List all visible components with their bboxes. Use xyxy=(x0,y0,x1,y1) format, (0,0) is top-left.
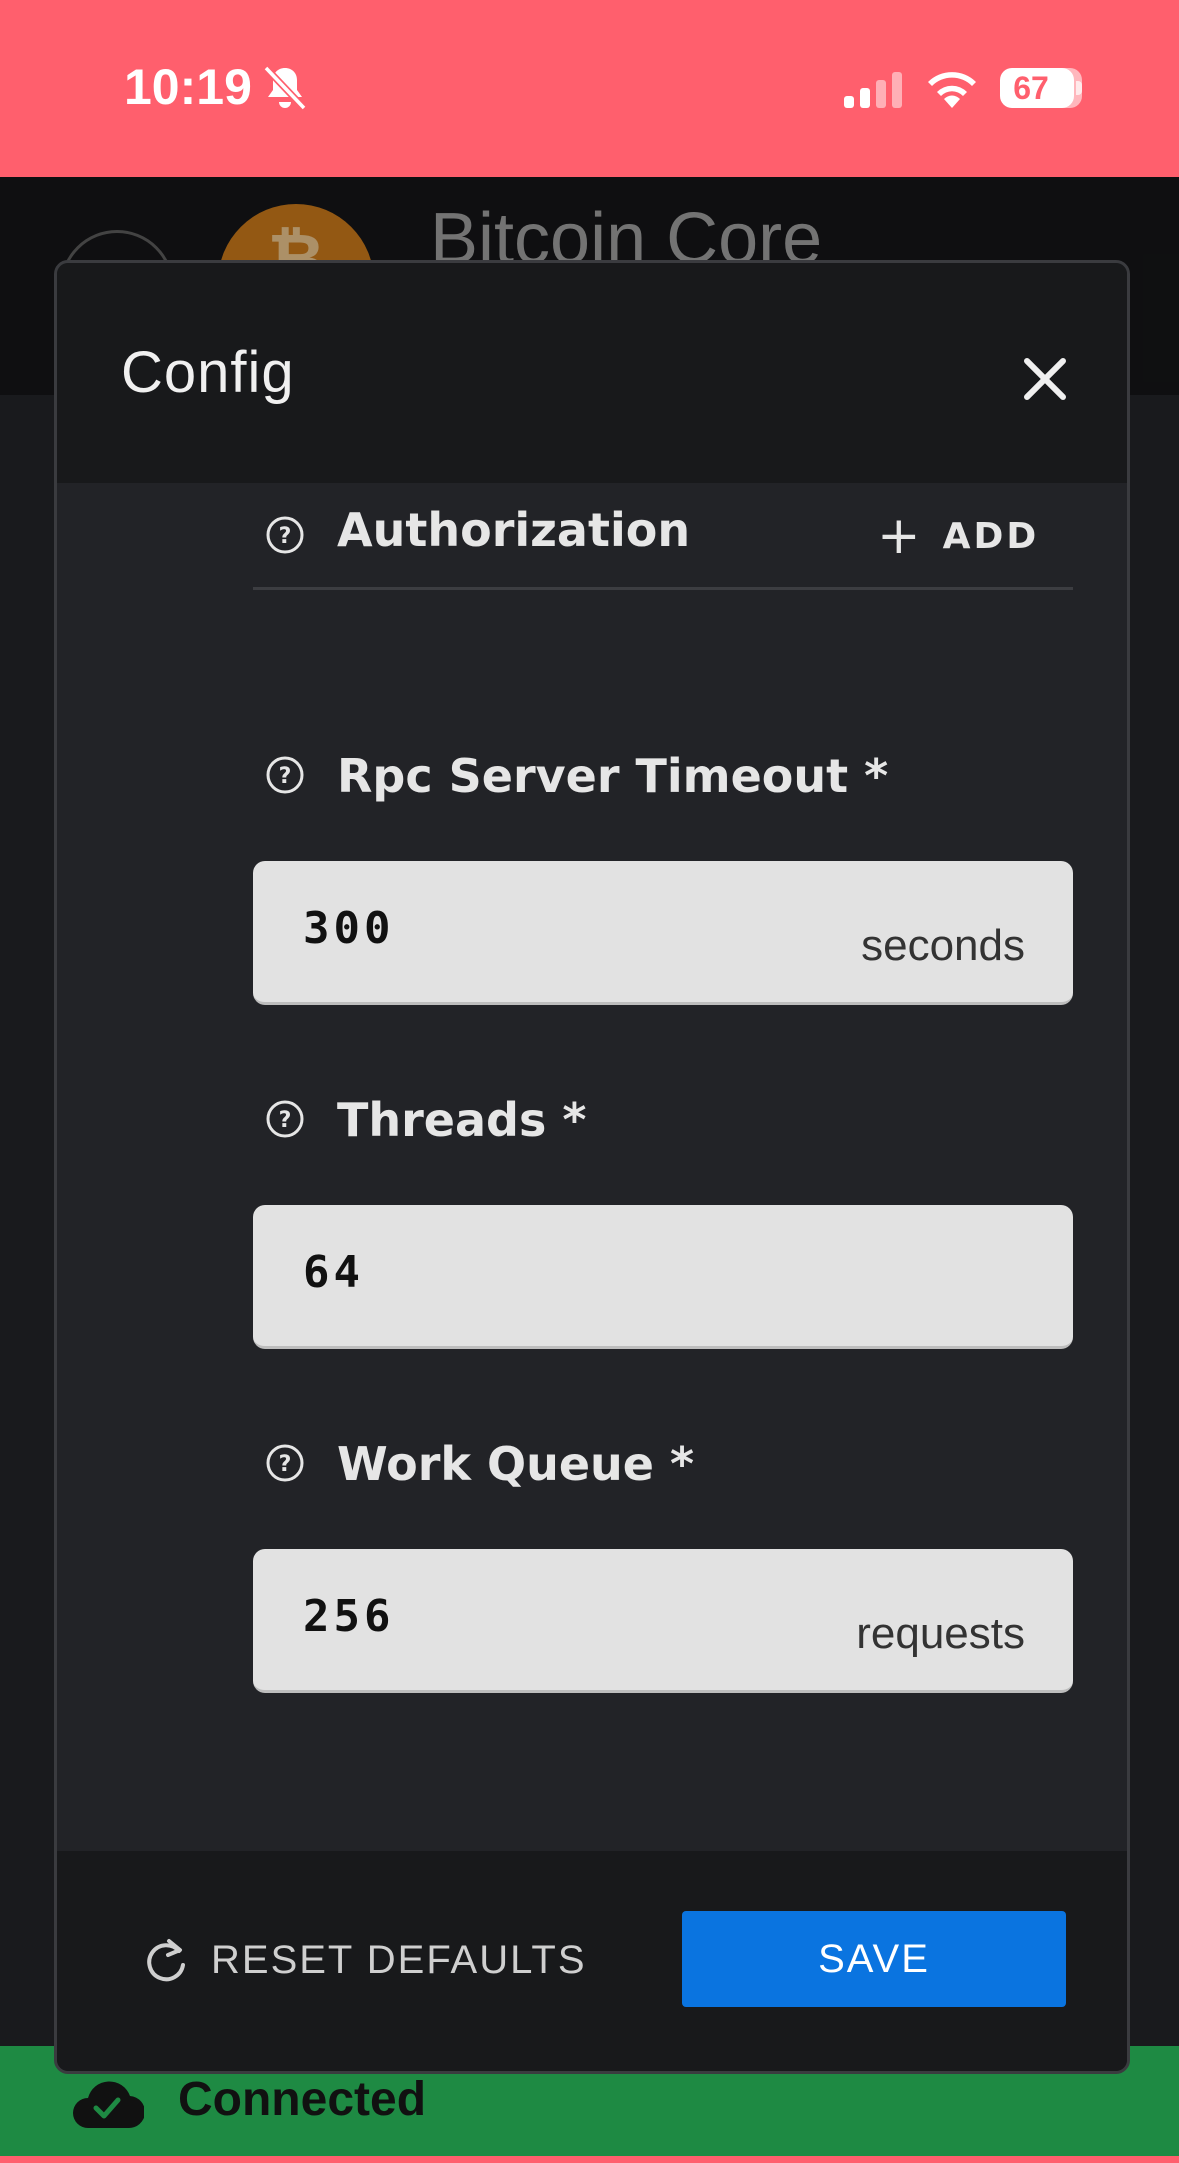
modal-title: Config xyxy=(121,340,295,405)
bell-off-icon xyxy=(263,65,307,111)
status-bar: 10:19 67 xyxy=(0,0,1179,177)
battery-icon: 67 xyxy=(1000,68,1082,110)
threads-label: Threads * xyxy=(337,1093,587,1147)
threads-input[interactable]: 64 xyxy=(253,1205,1073,1349)
plus-icon: + xyxy=(877,506,921,566)
svg-text:?: ? xyxy=(279,524,292,549)
refresh-icon xyxy=(147,1939,185,1982)
reset-defaults-button[interactable]: RESET DEFAULTS xyxy=(143,1935,587,1985)
svg-text:?: ? xyxy=(279,1452,292,1477)
clock: 10:19 xyxy=(124,59,252,115)
wifi-icon xyxy=(928,72,976,108)
cellular-signal-icon xyxy=(844,72,902,108)
bottom-strip xyxy=(0,2156,1179,2163)
config-modal: Config ? Authorization + ADD ? Rpc Serve… xyxy=(54,260,1130,2074)
help-icon[interactable]: ? xyxy=(265,755,305,795)
close-icon[interactable] xyxy=(1015,349,1075,409)
divider xyxy=(253,587,1073,590)
rpc-timeout-label: Rpc Server Timeout * xyxy=(337,749,889,803)
connection-status-label: Connected xyxy=(178,2073,427,2126)
save-button[interactable]: SAVE xyxy=(682,1911,1066,2007)
add-authorization-button[interactable]: + ADD xyxy=(877,506,1040,566)
svg-text:?: ? xyxy=(279,764,292,789)
work-queue-input[interactable]: 256 requests xyxy=(253,1549,1073,1693)
help-icon[interactable]: ? xyxy=(265,515,305,555)
cloud-check-icon xyxy=(73,2081,144,2129)
help-icon[interactable]: ? xyxy=(265,1443,305,1483)
help-icon[interactable]: ? xyxy=(265,1099,305,1139)
svg-text:?: ? xyxy=(279,1108,292,1133)
modal-header: Config xyxy=(57,263,1127,483)
authorization-label: Authorization xyxy=(337,503,691,557)
rpc-timeout-input[interactable]: 300 seconds xyxy=(253,861,1073,1005)
work-queue-label: Work Queue * xyxy=(337,1437,695,1491)
battery-level: 67 xyxy=(1013,70,1049,106)
